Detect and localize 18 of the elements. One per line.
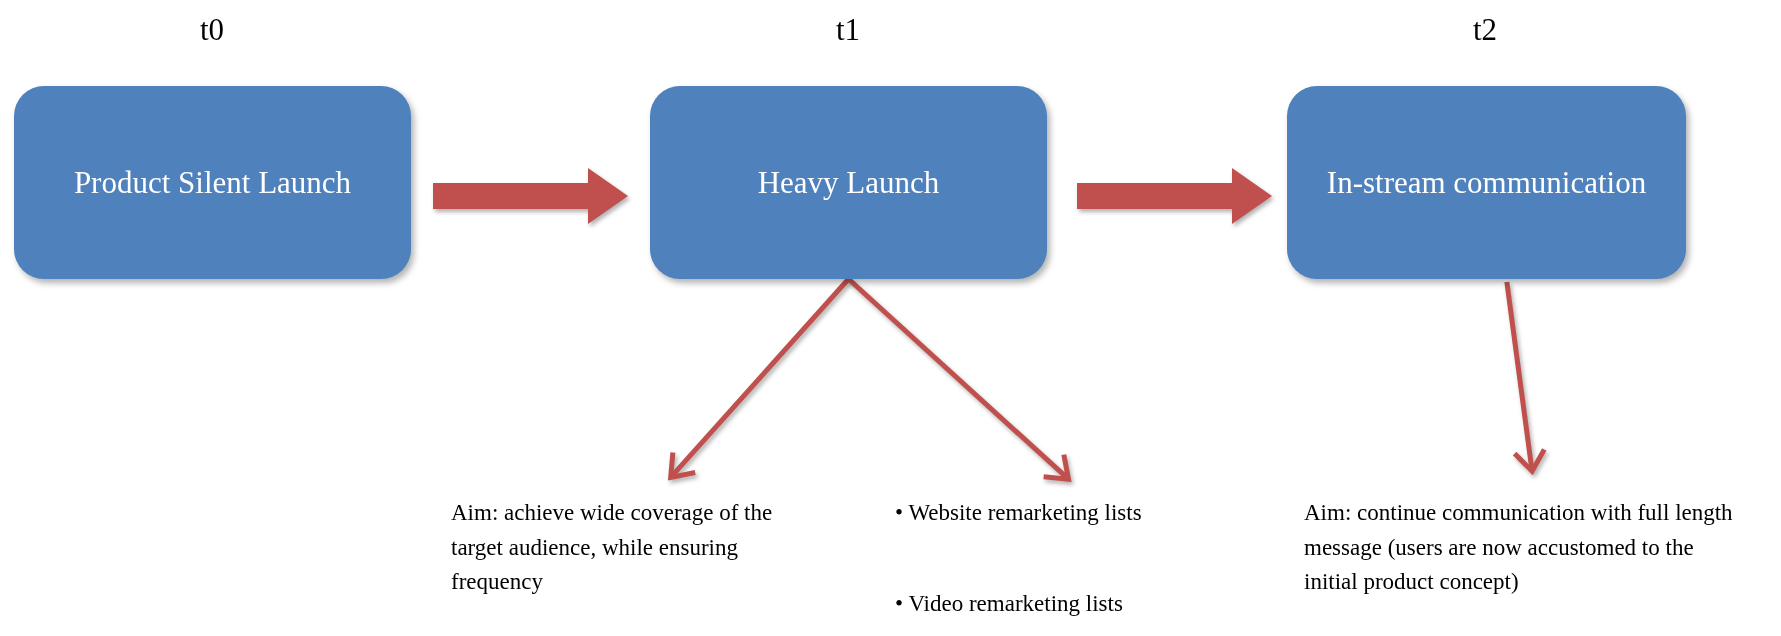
box-label: Heavy Launch [757,163,940,202]
box-label: In-stream communication [1326,163,1647,202]
arrow [846,277,1071,482]
box-label: Product Silent Launch [73,163,352,202]
time-label: t2 [1471,12,1499,48]
process-box [14,86,411,279]
process-box [650,86,1047,279]
note-text: Aim: achieve wide coverage of the target audience, while ensuring frequency [451,499,774,596]
note-text: Aim: continue communication with full length message (users are now accustomed to the initial product concept) [1304,499,1734,596]
time-label: t0 [198,12,226,48]
arrow [1504,281,1547,474]
time-label: t1 [834,12,862,48]
arrow [1077,168,1272,224]
arrow [433,168,628,224]
process-box [1287,86,1686,279]
bullet-item: • Website remarketing lists [895,499,1143,527]
arrow [668,277,851,480]
bullet-item: • Video remarketing lists [895,589,1124,618]
